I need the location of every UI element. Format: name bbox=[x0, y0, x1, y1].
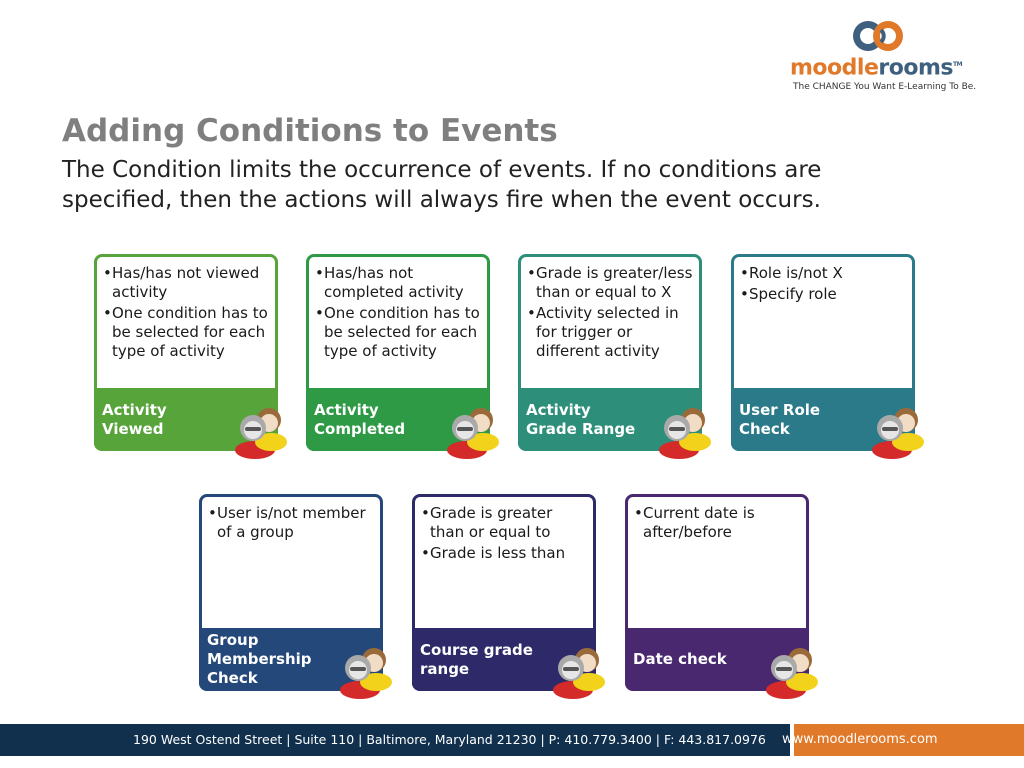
card-activity-completed: Has/has not completed activity One condi… bbox=[306, 254, 499, 459]
card-label: User Role Check bbox=[739, 400, 821, 438]
card-activity-viewed: Has/has not viewed activity One conditio… bbox=[94, 254, 287, 459]
page-title: Adding Conditions to Events bbox=[62, 113, 558, 149]
card-condition-item: Activity selected in for trigger or diff… bbox=[525, 304, 695, 361]
card-condition-item: Specify role bbox=[738, 285, 908, 304]
logo-wordmark: moodleroomsTM bbox=[790, 52, 963, 81]
card-condition-list: Grade is greater/less than or equal to X… bbox=[521, 257, 699, 388]
card-label-bar: Course grade range bbox=[412, 628, 596, 691]
card-date-check: Current date is after/before Date check bbox=[625, 494, 818, 699]
card-user-role-check: Role is/not X Specify role User Role Che… bbox=[731, 254, 924, 459]
card-label: Activity Viewed bbox=[102, 400, 167, 438]
card-condition-item: Grade is less than bbox=[419, 544, 589, 563]
users-icon bbox=[872, 408, 924, 459]
card-label: Date check bbox=[633, 650, 727, 668]
users-icon bbox=[340, 648, 392, 699]
moodlerooms-logo: moodleroomsTM The CHANGE You Want E-Lear… bbox=[790, 18, 1000, 98]
card-course-grade-range: Grade is greater than or equal to Grade … bbox=[412, 494, 605, 699]
logo-trademark: TM bbox=[952, 61, 963, 68]
footer-bar: 190 West Ostend Street | Suite 110 | Bal… bbox=[0, 724, 1024, 756]
users-icon bbox=[447, 408, 499, 459]
card-condition-list: Grade is greater than or equal to Grade … bbox=[415, 497, 593, 628]
logo-word-moodle: moodle bbox=[790, 55, 879, 81]
card-condition-list: User is/not member of a group bbox=[202, 497, 380, 628]
card-condition-item: One condition has to be selected for eac… bbox=[313, 304, 483, 361]
card-condition-item: One condition has to be selected for eac… bbox=[101, 304, 271, 361]
users-icon bbox=[659, 408, 711, 459]
card-label: Activity Completed bbox=[314, 400, 406, 438]
card-condition-item: Role is/not X bbox=[738, 264, 908, 283]
card-condition-item: Current date is after/before bbox=[632, 504, 802, 542]
card-label-bar: Activity Grade Range bbox=[518, 388, 702, 451]
card-condition-list: Has/has not viewed activity One conditio… bbox=[97, 257, 275, 388]
card-group-membership-check: User is/not member of a group Group Memb… bbox=[199, 494, 392, 699]
footer-address: 190 West Ostend Street | Suite 110 | Bal… bbox=[0, 724, 790, 756]
users-icon bbox=[235, 408, 287, 459]
users-icon bbox=[766, 648, 818, 699]
card-activity-grade-range: Grade is greater/less than or equal to X… bbox=[518, 254, 711, 459]
card-condition-list: Current date is after/before bbox=[628, 497, 806, 628]
card-condition-item: User is/not member of a group bbox=[206, 504, 376, 542]
moodlerooms-logo-icon bbox=[853, 21, 903, 51]
logo-tagline: The CHANGE You Want E-Learning To Be. bbox=[793, 82, 977, 92]
users-icon bbox=[553, 648, 605, 699]
card-condition-list: Role is/not X Specify role bbox=[734, 257, 912, 388]
page-subtitle: The Condition limits the occurrence of e… bbox=[62, 157, 822, 213]
card-condition-item: Grade is greater than or equal to bbox=[419, 504, 589, 542]
card-condition-item: Has/has not completed activity bbox=[313, 264, 483, 302]
footer-website-link[interactable]: www.moodlerooms.com bbox=[782, 732, 938, 747]
card-condition-item: Grade is greater/less than or equal to X bbox=[525, 264, 695, 302]
card-label: Activity Grade Range bbox=[526, 400, 636, 438]
card-condition-item: Has/has not viewed activity bbox=[101, 264, 271, 302]
card-label: Group Membership Check bbox=[207, 631, 312, 687]
logo-word-rooms: rooms bbox=[878, 55, 953, 81]
card-condition-list: Has/has not completed activity One condi… bbox=[309, 257, 487, 388]
card-label: Course grade range bbox=[420, 640, 533, 678]
footer-accent bbox=[794, 724, 1024, 756]
